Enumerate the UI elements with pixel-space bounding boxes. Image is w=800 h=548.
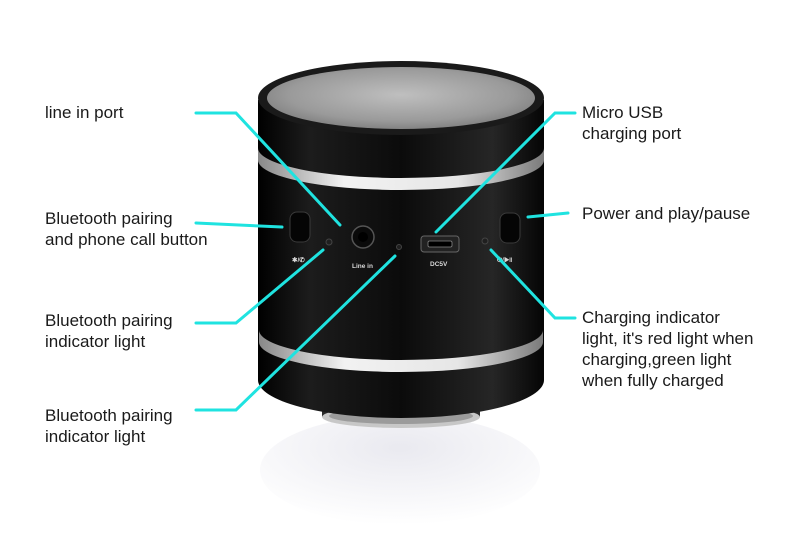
callout-bt-indicator-1: [194, 248, 325, 325]
label-charging-indicator: Charging indicator light, it's red light…: [582, 308, 754, 390]
power-play-button[interactable]: [499, 212, 521, 244]
callout-bt-button: [194, 221, 284, 229]
callout-micro-usb: [434, 111, 577, 234]
power-symbol-marking: ⏻/▶ǁ: [497, 256, 512, 264]
dc5v-marking: DC5V: [430, 261, 448, 268]
label-power-play: Power and play/pause: [582, 204, 751, 223]
bluetooth-button[interactable]: [289, 211, 311, 243]
line-in-marking: Line in: [352, 263, 373, 270]
line-in-jack[interactable]: [351, 225, 375, 249]
speaker-top-cap: [258, 61, 544, 135]
speaker-body: [258, 100, 544, 418]
bluetooth-symbol-marking: ✱/✆: [292, 256, 305, 264]
callout-line-in: [194, 111, 342, 227]
floor-reflection: [260, 415, 540, 525]
bluetooth-indicator-light-1: [325, 238, 333, 246]
label-bt-indicator-1: Bluetooth pairing indicator light: [45, 311, 173, 351]
label-bt-indicator-2: Bluetooth pairing indicator light: [45, 406, 173, 446]
label-micro-usb: Micro USB charging port: [582, 103, 682, 143]
callout-power: [526, 211, 570, 219]
bluetooth-indicator-light-2: [396, 244, 402, 250]
charging-indicator-light: [481, 237, 489, 245]
micro-usb-port[interactable]: [420, 235, 460, 253]
label-bt-pairing-button: Bluetooth pairing and phone call button: [45, 209, 208, 249]
callout-bt-indicator-2: [194, 254, 397, 412]
label-line-in-port: line in port: [45, 103, 124, 122]
callout-charging: [489, 248, 577, 320]
